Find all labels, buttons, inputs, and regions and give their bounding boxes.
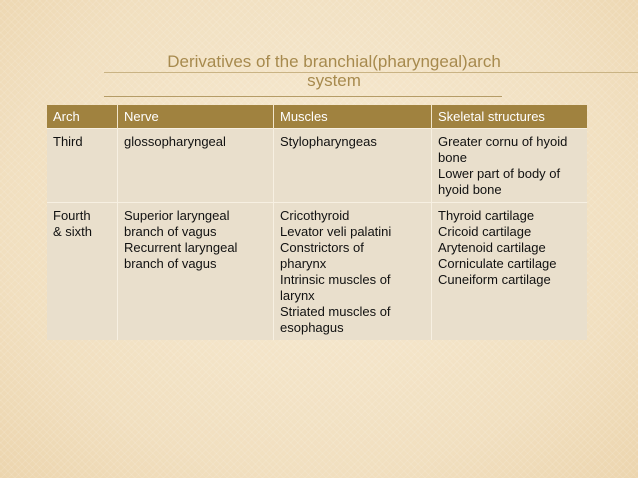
- cell-line: Constrictors of: [280, 240, 364, 255]
- cell-line: glossopharyngeal: [124, 134, 226, 149]
- cell-muscles: Stylopharyngeas: [273, 128, 432, 203]
- cell-line: Third: [53, 134, 83, 149]
- arch-derivatives-table: Arch Nerve Muscles Skeletal structures T…: [47, 105, 587, 340]
- cell-line: branch of vagus: [124, 256, 217, 271]
- cell-skeletal: Greater cornu of hyoid bone Lower part o…: [431, 128, 587, 203]
- cell-line: pharynx: [280, 256, 327, 271]
- cell-line: Thyroid cartilage: [438, 208, 535, 223]
- table-row: Third glossopharyngeal Stylopharyngeas G…: [47, 128, 587, 203]
- table-header-row: Arch Nerve Muscles Skeletal structures: [47, 105, 587, 129]
- cell-line: Arytenoid cartilage: [438, 240, 546, 255]
- cell-skeletal: Thyroid cartilage Cricoid cartilage Aryt…: [431, 202, 587, 340]
- cell-line: & sixth: [53, 224, 93, 239]
- cell-line: Striated muscles of: [280, 304, 391, 319]
- cell-nerve: Superior laryngeal branch of vagus Recur…: [117, 202, 274, 340]
- cell-line: hyoid bone: [438, 182, 502, 197]
- cell-line: Superior laryngeal: [124, 208, 230, 223]
- cell-line: esophagus: [280, 320, 344, 335]
- cell-line: Greater cornu of hyoid: [438, 134, 568, 149]
- cell-line: Levator veli palatini: [280, 224, 392, 239]
- table-row: Fourth & sixth Superior laryngeal branch…: [47, 202, 587, 340]
- cell-line: larynx: [280, 288, 315, 303]
- slide-title: Derivatives of the branchial(pharyngeal)…: [104, 52, 564, 90]
- header-skeletal-structures: Skeletal structures: [431, 105, 587, 129]
- cell-line: Corniculate cartilage: [438, 256, 557, 271]
- header-arch: Arch: [47, 105, 118, 129]
- slide-title-line-2: system: [307, 71, 361, 90]
- cell-arch: Fourth & sixth: [47, 202, 118, 340]
- cell-line: Recurrent laryngeal: [124, 240, 238, 255]
- cell-nerve: glossopharyngeal: [117, 128, 274, 203]
- slide-title-line-1: Derivatives of the branchial(pharyngeal)…: [167, 52, 501, 71]
- cell-line: branch of vagus: [124, 224, 217, 239]
- cell-muscles: Cricothyroid Levator veli palatini Const…: [273, 202, 432, 340]
- title-divider-top: [104, 72, 638, 73]
- cell-line: Cuneiform cartilage: [438, 272, 551, 287]
- cell-line: Cricothyroid: [280, 208, 350, 223]
- cell-line: Stylopharyngeas: [280, 134, 377, 149]
- header-muscles: Muscles: [273, 105, 432, 129]
- header-nerve: Nerve: [117, 105, 274, 129]
- cell-line: bone: [438, 150, 467, 165]
- title-divider-bottom: [104, 96, 502, 97]
- cell-line: Lower part of body of: [438, 166, 561, 181]
- cell-line: Fourth: [53, 208, 91, 223]
- cell-line: Intrinsic muscles of: [280, 272, 391, 287]
- cell-line: Cricoid cartilage: [438, 224, 532, 239]
- cell-arch: Third: [47, 128, 118, 203]
